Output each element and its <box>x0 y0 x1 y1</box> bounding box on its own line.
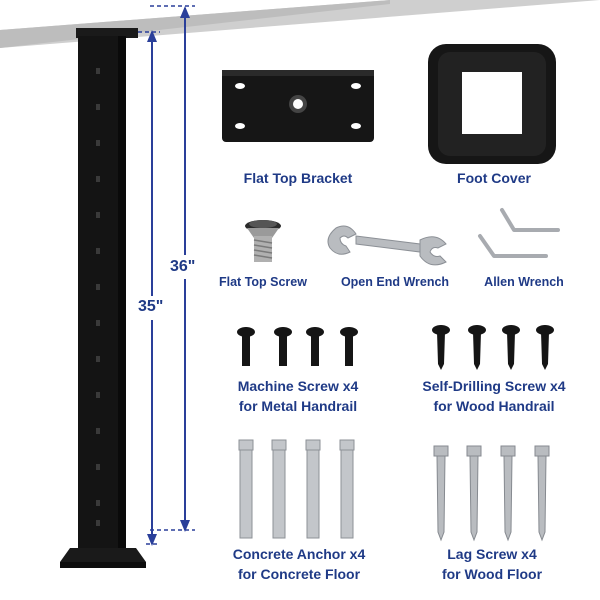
concrete-anchor-label-line1: Concrete Anchor x4 <box>232 546 366 562</box>
lag-screw-label-line2: for Wood Floor <box>441 566 543 582</box>
lag-screw-label-line1: Lag Screw x4 <box>447 546 537 562</box>
dimension-36: 36" <box>170 258 196 275</box>
allen-wrench-label: Allen Wrench <box>484 275 564 289</box>
self-drilling-label-line2: for Wood Handrail <box>433 398 555 414</box>
machine-screw-label-line1: Machine Screw x4 <box>237 378 359 394</box>
concrete-anchor-label-line2: for Concrete Floor <box>237 566 361 582</box>
foot-cover-label: Foot Cover <box>457 170 531 186</box>
flat-top-bracket-label: Flat Top Bracket <box>243 170 353 186</box>
open-end-wrench-label: Open End Wrench <box>340 275 450 289</box>
self-drilling-label-line1: Self-Drilling Screw x4 <box>422 378 566 394</box>
machine-screw-label-line2: for Metal Handrail <box>238 398 358 414</box>
flat-top-screw-label: Flat Top Screw <box>219 275 307 289</box>
dimension-35: 35" <box>138 298 164 315</box>
